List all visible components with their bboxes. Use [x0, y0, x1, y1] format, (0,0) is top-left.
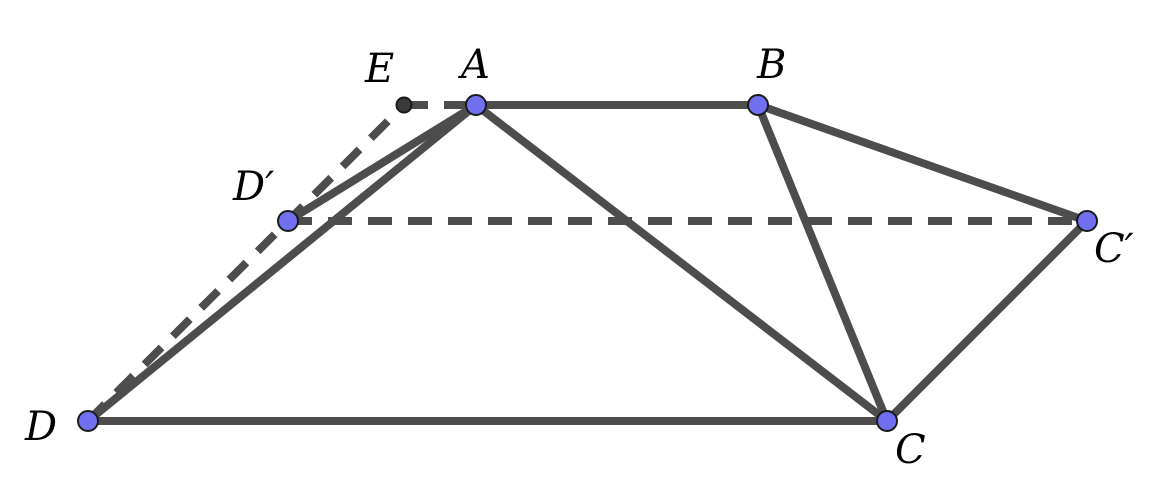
segment-B-Cp: [754, 101, 1091, 225]
label-A: A: [457, 42, 490, 88]
points-layer: [77, 94, 1098, 432]
label-D: D: [24, 404, 57, 450]
segment-A-C: [472, 101, 891, 425]
label-B: B: [756, 42, 786, 88]
point-A: [465, 94, 487, 116]
segment-Cp-C: [883, 217, 1091, 425]
point-B: [747, 94, 769, 116]
segment-B-C: [754, 101, 891, 425]
segments-layer: [84, 101, 1091, 425]
point-D: [77, 410, 99, 432]
segment-D-E-dashed: [85, 102, 407, 424]
point-C-prime: [1076, 210, 1098, 232]
label-C: C: [895, 427, 926, 473]
labels-layer: E A B D′ C′ D C: [24, 42, 1134, 473]
point-D-prime: [277, 210, 299, 232]
point-C: [876, 410, 898, 432]
label-E: E: [364, 46, 394, 92]
label-D-prime: D′: [232, 164, 274, 210]
point-E: [395, 96, 413, 114]
segment-Dp-A: [284, 101, 480, 225]
segment-D-A: [84, 101, 480, 425]
label-C-prime: C′: [1094, 226, 1134, 272]
